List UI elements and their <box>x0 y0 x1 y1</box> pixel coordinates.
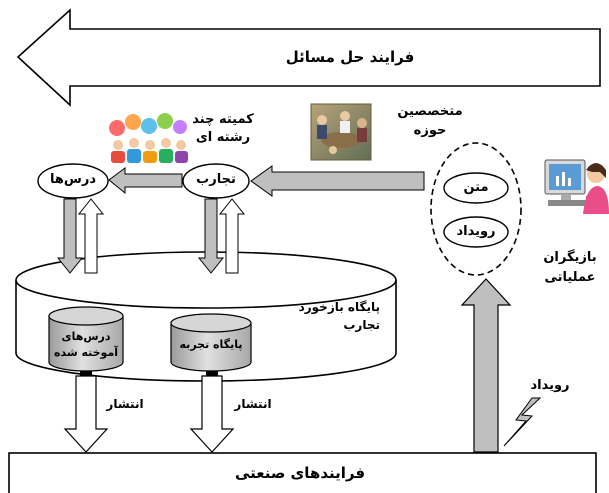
meeting-photo-icon <box>310 103 372 161</box>
arrow-processes-to-events <box>460 278 512 453</box>
publish-arrow-right <box>189 375 235 453</box>
arrow-lessons-down <box>56 198 84 274</box>
event-trigger-label: رویداد <box>530 378 570 393</box>
events-dashed-group <box>430 142 522 276</box>
text-node-label: متن <box>463 180 489 195</box>
experts-label-line1: متخصصین <box>397 104 463 119</box>
committee-label-line2: رشته ای <box>195 130 251 145</box>
experiences-node <box>182 163 250 199</box>
repository-label-line1: پایگاه بازخورد <box>298 300 380 314</box>
problem-solving-arrow <box>16 8 601 107</box>
lessons-db-top <box>48 306 124 326</box>
event-node <box>443 216 509 248</box>
industrial-processes-box <box>8 452 597 493</box>
arrow-lessons-up <box>77 198 105 274</box>
lessons-db-label-line1: درس‌های <box>61 330 111 343</box>
experience-db-label: پایگاه تجربه <box>179 338 243 351</box>
arrow-experiences-up <box>218 198 246 274</box>
text-node <box>443 172 509 204</box>
arrow-experiences-down <box>197 198 225 274</box>
lessons-db <box>48 315 124 372</box>
experience-db-top <box>170 313 252 333</box>
publish-arrow-right-stem-top <box>206 371 218 379</box>
computer-operator-icon <box>544 159 609 214</box>
experiences-node-label: تجارب <box>196 172 236 187</box>
committee-label-line1: کمیته چند <box>192 112 254 127</box>
arrow-experiences-to-lessons <box>108 167 183 195</box>
event-node-label: رویداد <box>456 224 496 239</box>
experience-db <box>170 322 252 372</box>
lessons-node-label: درس‌ها <box>50 172 96 187</box>
experts-label-line2: حوزه <box>413 123 447 138</box>
publish-label-right: انتشار <box>234 397 272 411</box>
operators-label-line1: بازیگران <box>543 250 597 265</box>
lessons-db-label-line2: آموخته شده <box>53 346 119 359</box>
arrow-experts-to-experiences <box>250 165 425 197</box>
repository-label-line2: تجارب <box>343 318 380 332</box>
operators-label-line2: عملیاتی <box>544 270 596 285</box>
lightning-bolt-icon <box>503 397 542 447</box>
people-group-icon <box>109 113 188 163</box>
top-arrow-label: فرایند حل مسائل <box>285 48 415 66</box>
lessons-node <box>37 163 109 199</box>
industrial-processes-label: فرایندهای صنعتی <box>234 464 366 482</box>
publish-arrow-left <box>63 375 109 453</box>
publish-label-left: انتشار <box>106 397 144 411</box>
publish-arrow-left-stem-top <box>80 371 92 379</box>
